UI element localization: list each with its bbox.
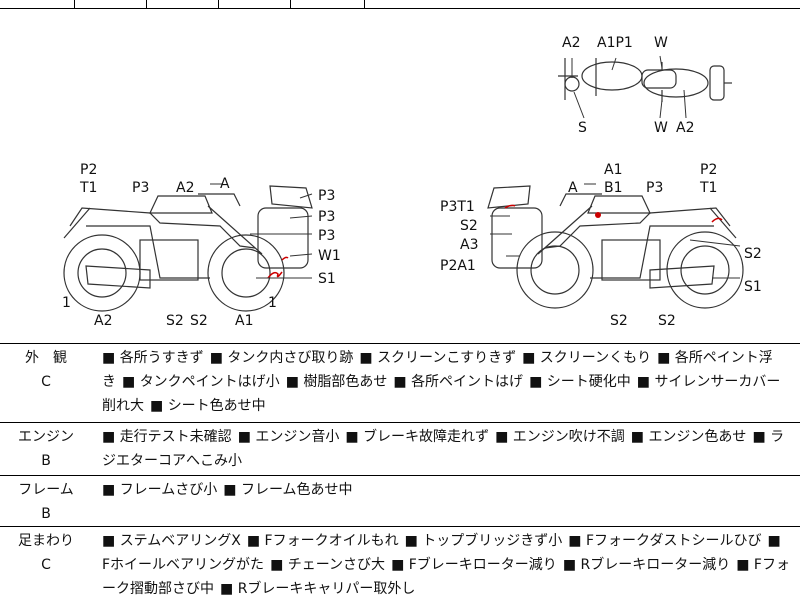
damage-mark bbox=[504, 204, 516, 209]
left-view-label: S2 bbox=[166, 313, 184, 329]
right-view-label: S2 bbox=[658, 313, 676, 329]
condition-row-suspension: 足まわり C ステムベアリングX Fフォークオイルもれトップブリッジきず小 Fフォー… bbox=[0, 527, 800, 605]
row-header: 外 観 C bbox=[0, 344, 92, 422]
condition-item: Fフォークオイルもれ bbox=[247, 533, 399, 549]
left-view-label: P3 bbox=[132, 180, 149, 196]
left-view-label: P3 bbox=[318, 228, 335, 244]
condition-item: Fフォークダストシールひび bbox=[568, 533, 761, 549]
left-view-label: S2 bbox=[190, 313, 208, 329]
section-title: 足まわり bbox=[18, 533, 74, 549]
condition-item: シート硬化中 bbox=[529, 374, 631, 390]
condition-item: トップブリッジきず小 bbox=[405, 533, 563, 549]
left-view-label: T1 bbox=[79, 180, 97, 196]
right-view-label: P2 bbox=[700, 162, 717, 178]
section-items: 各所うすきずタンク内さび取り跡スクリーンこすりきずスクリーンくもり各所ペイント浮… bbox=[92, 344, 800, 422]
condition-item: チェーンさび大 bbox=[270, 557, 385, 573]
left-view-label: 1 bbox=[268, 295, 277, 311]
condition-table: 外 観 C 各所うすきずタンク内さび取り跡スクリーンこすりきずスクリーンくもり各… bbox=[0, 344, 800, 605]
section-grade: B bbox=[41, 453, 51, 469]
damage-diagram: A2 A1P1 W S W A2 P2 T1 P3 A2 A P3 P3 P3 … bbox=[0, 8, 800, 344]
condition-row-frame: フレーム B フレームさび小フレーム色あせ中 bbox=[0, 476, 800, 527]
right-view-label: A1 bbox=[604, 162, 622, 178]
right-view-label: A3 bbox=[460, 237, 478, 253]
condition-item: Fブレーキローター減り bbox=[391, 557, 557, 573]
row-header: 足まわり C bbox=[0, 527, 92, 605]
right-view-label: P3T1 bbox=[440, 199, 475, 215]
condition-item: エンジン音小 bbox=[238, 429, 340, 445]
top-view-label: A2 bbox=[562, 35, 580, 51]
right-view-label: S2 bbox=[744, 246, 762, 262]
condition-item: 樹脂部色あせ bbox=[286, 374, 388, 390]
damage-mark bbox=[711, 217, 723, 223]
damage-mark bbox=[281, 256, 289, 261]
left-view-label: S1 bbox=[318, 271, 336, 287]
left-view-label: A1 bbox=[235, 313, 253, 329]
condition-item: 走行テスト未確認 bbox=[102, 429, 232, 445]
condition-item: スクリーンくもり bbox=[522, 350, 651, 366]
section-grade: B bbox=[41, 506, 51, 522]
right-side-motorcycle bbox=[487, 185, 744, 309]
left-view-label: W1 bbox=[318, 248, 341, 264]
section-title: エンジン bbox=[18, 429, 74, 445]
condition-item: エンジン色あせ bbox=[631, 429, 747, 445]
condition-item: 各所うすきず bbox=[102, 350, 204, 366]
left-view-label: P3 bbox=[318, 188, 335, 204]
right-view-label: A bbox=[568, 180, 578, 196]
left-view-label: A2 bbox=[176, 180, 194, 196]
left-view-label: A bbox=[220, 176, 230, 192]
condition-row-exterior: 外 観 C 各所うすきずタンク内さび取り跡スクリーンこすりきずスクリーンくもり各… bbox=[0, 344, 800, 423]
right-view-label: T1 bbox=[699, 180, 717, 196]
leader-lines bbox=[210, 55, 741, 279]
condition-item: 各所ペイントはげ bbox=[393, 374, 523, 390]
left-side-motorcycle bbox=[63, 185, 313, 312]
condition-item: ステムベアリングX bbox=[102, 533, 241, 549]
section-title: フレーム bbox=[18, 482, 74, 498]
header-cell bbox=[74, 0, 147, 8]
top-view-label: W bbox=[654, 120, 668, 136]
right-view-label: B1 bbox=[604, 180, 623, 196]
right-view-label: S1 bbox=[744, 279, 762, 295]
condition-item: シート色あせ中 bbox=[150, 398, 266, 414]
top-view-label: A1P1 bbox=[597, 35, 633, 51]
row-header: フレーム B bbox=[0, 476, 92, 526]
section-items: ステムベアリングX Fフォークオイルもれトップブリッジきず小 Fフォークダストシール… bbox=[92, 527, 800, 605]
motorcycle-diagram-svg: A2 A1P1 W S W A2 P2 T1 P3 A2 A P3 P3 P3 … bbox=[62, 35, 762, 329]
damage-mark bbox=[267, 271, 283, 279]
condition-item: フレームさび小 bbox=[102, 482, 217, 498]
header-cell bbox=[218, 0, 291, 8]
section-items: 走行テスト未確認エンジン音小ブレーキ故障走れずエンジン吹け不調エンジン色あせラジ… bbox=[92, 423, 800, 475]
top-view-label: A2 bbox=[676, 120, 694, 136]
section-grade: C bbox=[41, 557, 51, 573]
right-view-label: S2 bbox=[460, 218, 478, 234]
condition-row-engine: エンジン B 走行テスト未確認エンジン音小ブレーキ故障走れずエンジン吹け不調エン… bbox=[0, 423, 800, 476]
header-cell bbox=[0, 0, 75, 8]
section-title: 外 観 bbox=[25, 350, 67, 366]
left-view-label: 1 bbox=[62, 295, 71, 311]
top-view-label: S bbox=[578, 120, 587, 136]
condition-item: エンジン吹け不調 bbox=[495, 429, 625, 445]
header-cell bbox=[290, 0, 365, 8]
left-view-label: P3 bbox=[318, 209, 335, 225]
right-view-label: P3 bbox=[646, 180, 663, 196]
header-strip bbox=[0, 0, 800, 9]
top-view-label: W bbox=[654, 35, 668, 51]
header-cell bbox=[146, 0, 219, 8]
left-view-label: A2 bbox=[94, 313, 112, 329]
condition-item: スクリーンこすりきず bbox=[359, 350, 516, 366]
condition-item: タンクペイントはげ小 bbox=[122, 374, 280, 390]
condition-item: ブレーキ故障走れず bbox=[345, 429, 489, 445]
section-grade: C bbox=[41, 374, 51, 390]
row-header: エンジン B bbox=[0, 423, 92, 475]
right-view-label: P2A1 bbox=[440, 258, 476, 274]
top-view-motorcycle bbox=[558, 58, 732, 102]
condition-item: Rブレーキキャリパー取外し bbox=[220, 581, 415, 597]
condition-item: タンク内さび取り跡 bbox=[210, 350, 354, 366]
left-view-label: P2 bbox=[80, 162, 97, 178]
condition-item: Rブレーキローター減り bbox=[563, 557, 730, 573]
condition-item: フレーム色あせ中 bbox=[223, 482, 352, 498]
right-view-label: S2 bbox=[610, 313, 628, 329]
damage-mark bbox=[595, 212, 601, 218]
section-items: フレームさび小フレーム色あせ中 bbox=[92, 476, 800, 526]
